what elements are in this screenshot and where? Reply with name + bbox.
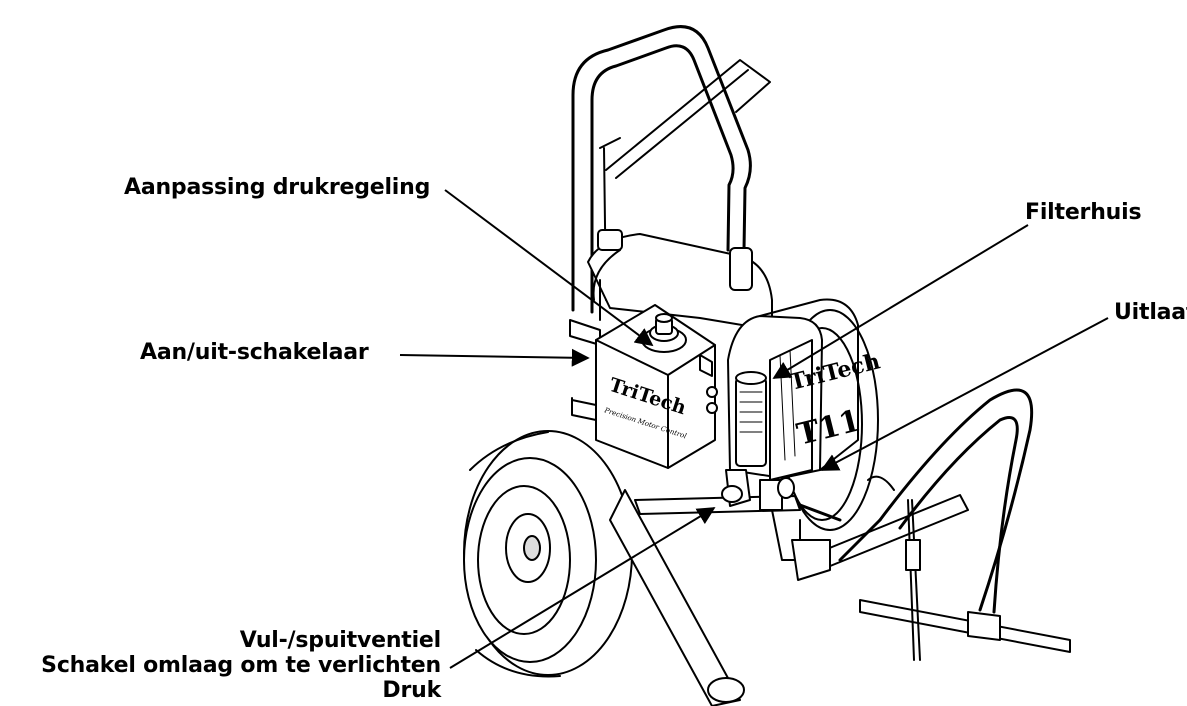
filter-housing-label: Filterhuis — [1025, 200, 1142, 225]
left-wheel — [463, 430, 633, 678]
cart-legs — [609, 489, 1071, 706]
valve-label-line2: Schakel omlaag om te verlichten — [41, 653, 441, 678]
valve-label-line3: Druk — [382, 678, 441, 703]
control-box — [571, 304, 718, 469]
outlet-leader — [820, 317, 1109, 471]
hose — [798, 388, 1034, 661]
cart-handle — [571, 25, 771, 314]
power-leader — [399, 348, 590, 367]
valve-label: Vul-/spuitventiel Schakel omlaag om te v… — [41, 628, 441, 703]
power-switch-label: Aan/uit-schakelaar — [140, 340, 369, 365]
pressure-adjust-label: Aanpassing drukregeling — [124, 175, 431, 200]
valve-leader — [449, 507, 716, 669]
valve-label-line1: Vul-/spuitventiel — [239, 628, 441, 653]
motor-housing — [569, 229, 773, 346]
outlet-label: Uitlaat — [1114, 300, 1187, 325]
filter-leader — [772, 224, 1029, 379]
pressure-leader — [444, 189, 654, 347]
leader-lines — [399, 189, 1109, 669]
